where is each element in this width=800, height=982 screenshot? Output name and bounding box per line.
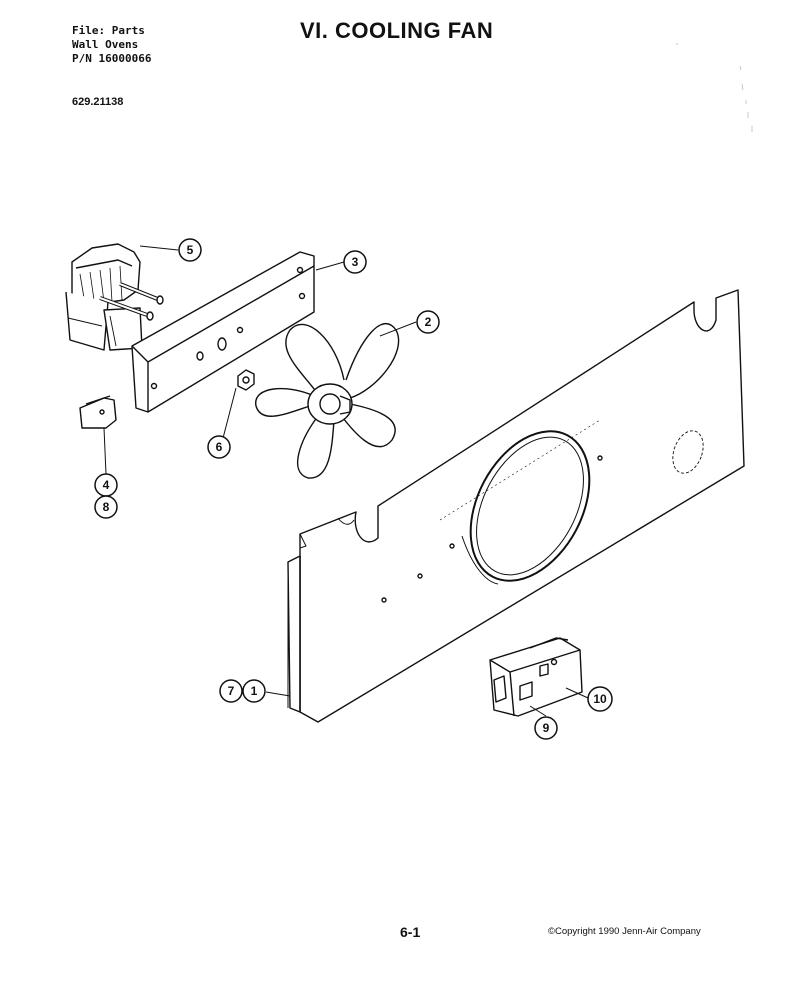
product-line: Wall Ovens [72,38,139,51]
callout-1: 1 [242,679,266,703]
nut [237,369,255,391]
svg-text:3: 3 [352,255,359,269]
callout-3: 3 [343,250,367,274]
file-line: File: Parts [72,24,145,37]
page-title: VI. COOLING FAN [300,18,494,43]
thermostat-switch [489,637,583,717]
part-number-line: P/N 16000066 [72,52,152,65]
scan-marks [676,43,753,132]
motor-bracket [131,251,315,413]
svg-text:5: 5 [187,243,194,257]
svg-text:8: 8 [103,500,110,514]
copyright: ©Copyright 1990 Jenn-Air Company [548,926,701,937]
model-number: 629.21138 [72,96,124,108]
svg-text:4: 4 [103,478,110,492]
page-number: 6-1 [400,924,421,940]
callout-9: 9 [534,716,558,740]
clip [79,395,117,429]
fan-blade [255,323,400,479]
fan-panel [287,289,745,723]
svg-text:7: 7 [228,684,235,698]
svg-text:10: 10 [593,692,607,706]
callout-10: 10 [587,686,613,712]
fan-motor [65,243,164,351]
svg-text:2: 2 [425,315,432,329]
callout-4: 4 [94,473,118,497]
svg-text:1: 1 [251,684,258,698]
callout-8: 8 [94,495,118,519]
callout-2: 2 [416,310,440,334]
file-header: File: Parts Wall Ovens P/N 16000066 [72,24,151,66]
callout-7: 7 [219,679,243,703]
leader-lines [103,245,589,717]
callout-6: 6 [207,435,231,459]
svg-text:9: 9 [543,721,550,735]
svg-text:6: 6 [216,440,223,454]
callout-5: 5 [178,238,202,262]
